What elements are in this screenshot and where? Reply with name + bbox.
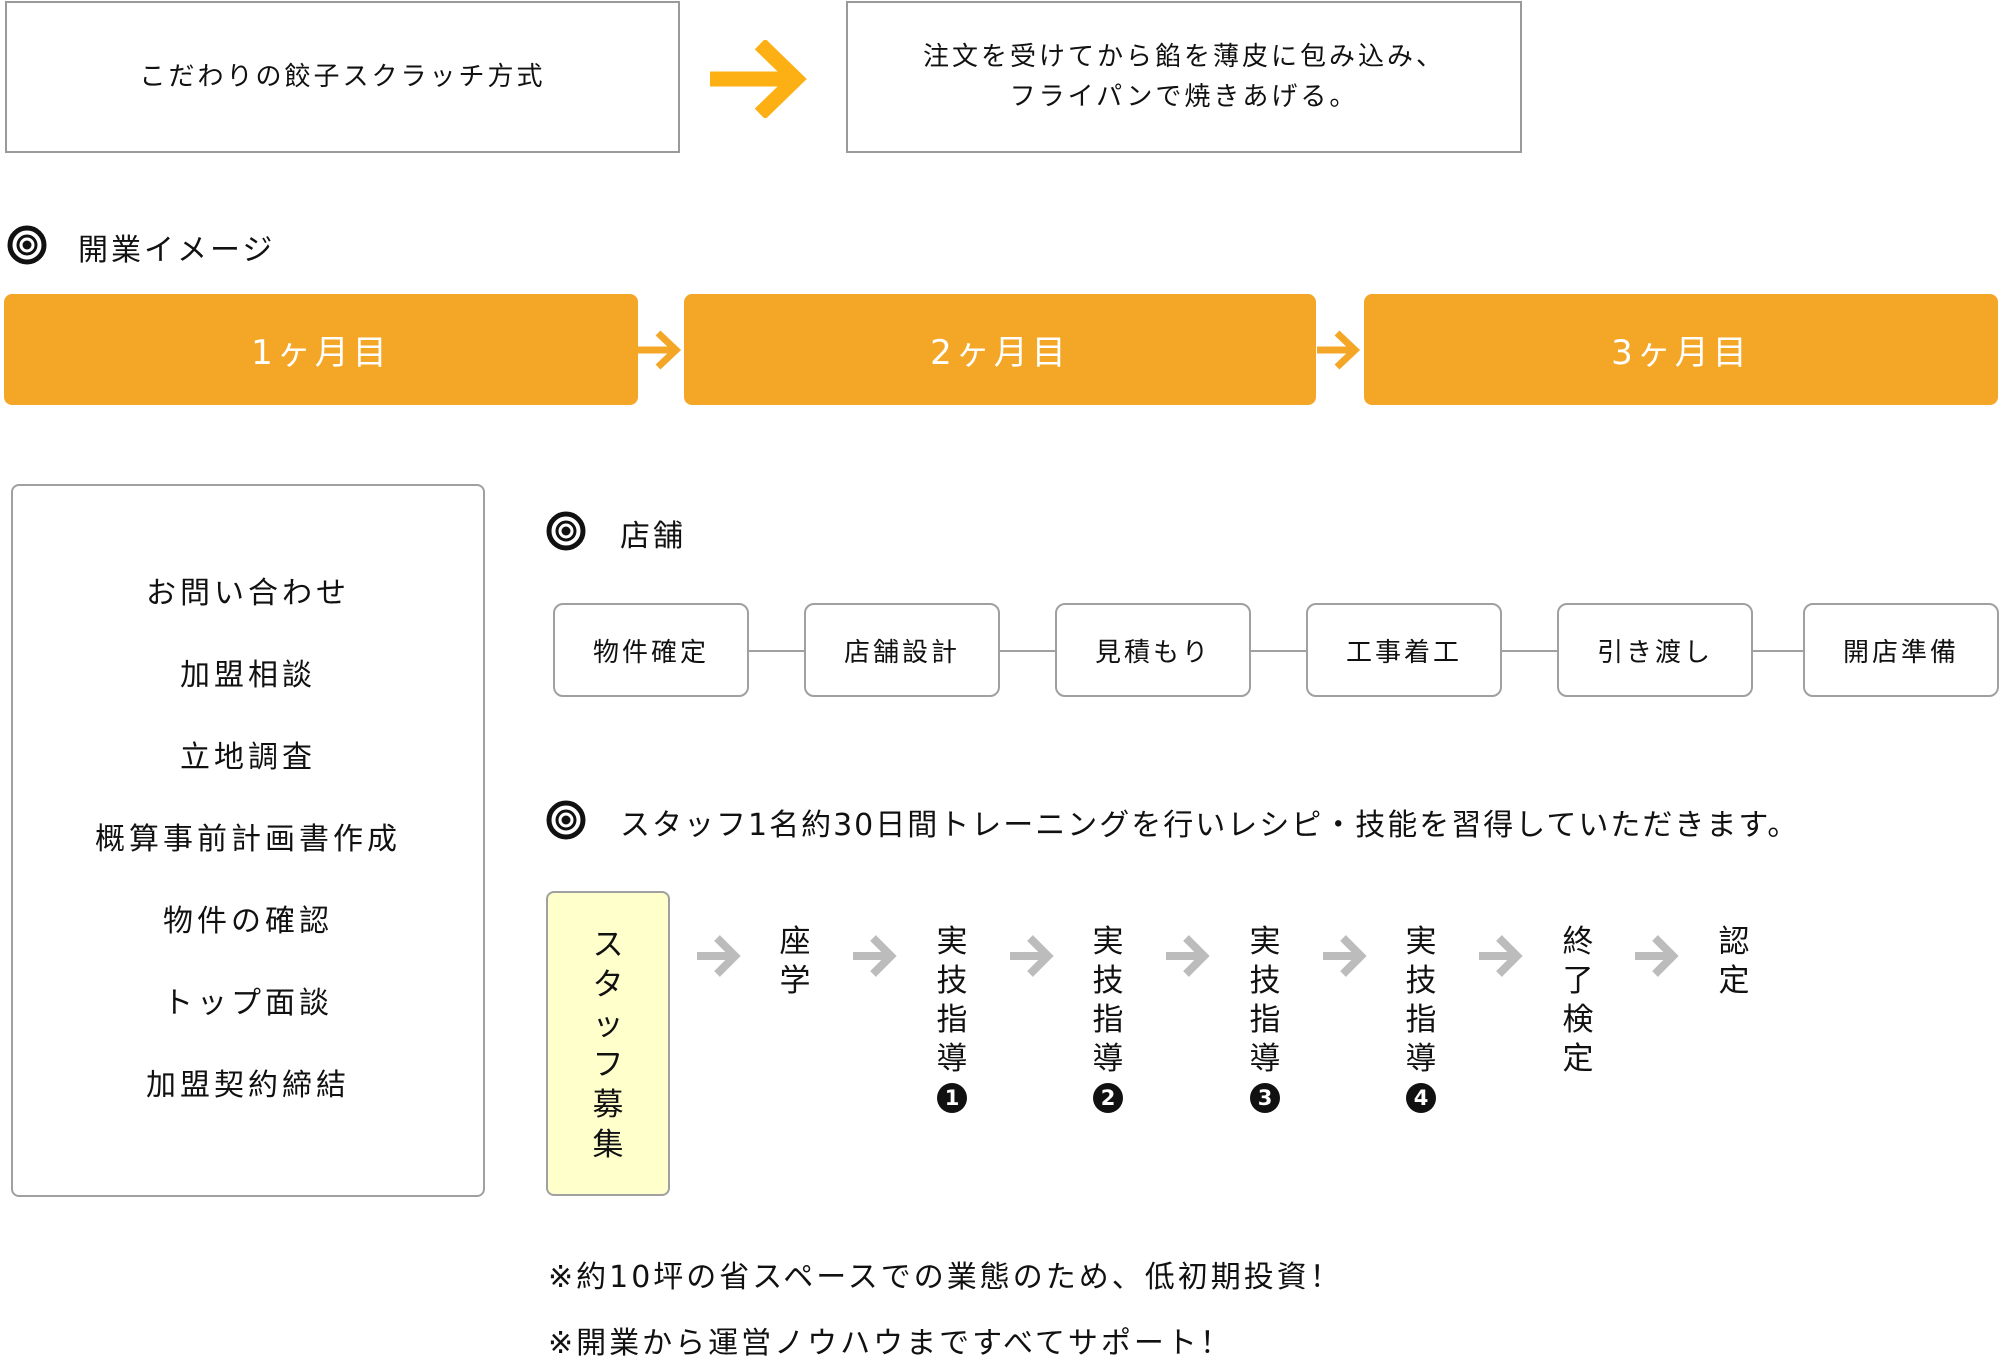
concept-box: こだわりの餃子スクラッチ方式 (5, 1, 680, 153)
flow-arrow-icon (1323, 935, 1367, 977)
step-connector (748, 650, 804, 652)
method-text-line-2: フライパンで焼きあげる。 (1009, 82, 1359, 112)
staff-recruit-char: 集 (592, 1127, 624, 1163)
training-step-char: 指 (936, 1002, 968, 1038)
training-step-char: 定 (1718, 963, 1750, 999)
flow-arrow-icon (1479, 935, 1523, 977)
training-step-char: 実 (1092, 924, 1124, 960)
training-step-char: 実 (1249, 924, 1281, 960)
franchise-step: お問い合わせ (146, 576, 350, 611)
training-step-char: 終 (1562, 924, 1594, 960)
flow-arrow-icon (1166, 935, 1210, 977)
flow-arrow-icon (1635, 935, 1679, 977)
step-connector (1250, 650, 1306, 652)
training-step-char: 技 (1405, 963, 1437, 999)
training-step: 認定 (1714, 923, 1754, 1001)
note-low-investment: ※約10坪の省スペースでの業態のため、低初期投資！ (548, 1260, 1343, 1295)
franchise-step: 概算事前計画書作成 (95, 822, 401, 857)
training-step-char: 実 (936, 924, 968, 960)
flow-arrow-icon (1010, 935, 1054, 977)
store-step: 開店準備 (1803, 603, 1999, 697)
store-step: 店舗設計 (804, 603, 1000, 697)
store-step-label: 店舗設計 (843, 637, 960, 668)
staff-recruit-box: スタッフ募集 (546, 891, 670, 1196)
training-step-char: 定 (1562, 1041, 1594, 1077)
training-step-char: 技 (936, 963, 968, 999)
step-connector (1752, 650, 1804, 652)
training-step: 実技指導 1 (932, 923, 972, 1113)
training-heading: スタッフ1名約30日間トレーニングを行いレシピ・技能を習得していただきます。 (620, 808, 1800, 843)
franchise-step: 立地調査 (180, 740, 316, 775)
staff-recruit-char: フ (592, 1047, 624, 1083)
staff-recruit-char: ス (592, 927, 624, 963)
training-step-char: 技 (1092, 963, 1124, 999)
month-1-bar: 1ヶ月目 (4, 294, 638, 405)
month-2-label: 2ヶ月目 (930, 333, 1070, 373)
arrow-right-icon (710, 40, 807, 118)
month-arrow-icon (1317, 330, 1361, 370)
staff-recruit-label: スタッフ募集 (588, 925, 628, 1165)
flow-arrow-icon (697, 935, 741, 977)
store-step-label: 物件確定 (592, 637, 709, 668)
franchise-step: 物件の確認 (163, 904, 333, 939)
store-heading: 店舗 (620, 519, 686, 554)
staff-recruit-char: タ (592, 967, 624, 1003)
flow-arrow-icon (853, 935, 897, 977)
month-3-label: 3ヶ月目 (1611, 333, 1751, 373)
bullseye-icon (546, 511, 586, 551)
training-step-char: 導 (1092, 1041, 1124, 1077)
store-step: 引き渡し (1557, 603, 1753, 697)
bullseye-icon (7, 225, 47, 265)
bullseye-icon (546, 800, 586, 840)
month-arrow-icon (638, 330, 682, 370)
training-step-char: 了 (1562, 963, 1594, 999)
month-3-bar: 3ヶ月目 (1364, 294, 1998, 405)
store-step-label: 引き渡し (1596, 637, 1713, 668)
step-number-badge: 4 (1406, 1083, 1436, 1113)
training-step-char: 導 (936, 1041, 968, 1077)
training-step-char: 指 (1405, 1002, 1437, 1038)
store-step: 工事着工 (1306, 603, 1502, 697)
store-step-label: 開店準備 (1842, 637, 1959, 668)
training-step-char: 技 (1249, 963, 1281, 999)
training-step: 実技指導 3 (1245, 923, 1285, 1113)
training-step-char: 実 (1405, 924, 1437, 960)
method-box: 注文を受けてから餡を薄皮に包み込み、 フライパンで焼きあげる。 (846, 1, 1522, 153)
concept-text: こだわりの餃子スクラッチ方式 (139, 62, 546, 92)
training-step: 実技指導 2 (1088, 923, 1128, 1113)
month-1-label: 1ヶ月目 (251, 333, 391, 373)
month-2-bar: 2ヶ月目 (684, 294, 1316, 405)
store-step: 物件確定 (553, 603, 749, 697)
training-step: 実技指導 4 (1401, 923, 1441, 1113)
step-number-badge: 1 (937, 1083, 967, 1113)
franchise-step: 加盟契約締結 (146, 1068, 350, 1103)
step-connector (1501, 650, 1557, 652)
training-step-char: 検 (1562, 1002, 1594, 1038)
training-step: 座学 (775, 923, 815, 1001)
training-step-char: 座 (779, 924, 811, 960)
franchise-step: 加盟相談 (180, 658, 316, 693)
store-step-label: 見積もり (1094, 637, 1211, 668)
training-step-char: 指 (1249, 1002, 1281, 1038)
step-number-badge: 3 (1250, 1083, 1280, 1113)
franchise-steps-box: お問い合わせ 加盟相談 立地調査 概算事前計画書作成 物件の確認 トップ面談 加… (11, 484, 485, 1197)
training-step-char: 導 (1249, 1041, 1281, 1077)
staff-recruit-char: ッ (592, 1007, 624, 1043)
step-number-badge: 2 (1093, 1083, 1123, 1113)
note-support: ※開業から運営ノウハウまですべてサポート！ (548, 1326, 1233, 1361)
store-step-label: 工事着工 (1345, 637, 1462, 668)
staff-recruit-char: 募 (592, 1087, 624, 1123)
training-step-char: 認 (1718, 924, 1750, 960)
training-step: 終了検定 (1558, 923, 1598, 1079)
opening-image-heading: 開業イメージ (78, 233, 276, 268)
training-step-char: 指 (1092, 1002, 1124, 1038)
step-connector (999, 650, 1055, 652)
franchise-step: トップ面談 (163, 986, 333, 1021)
training-step-char: 学 (779, 963, 811, 999)
store-step: 見積もり (1055, 603, 1251, 697)
training-step-char: 導 (1405, 1041, 1437, 1077)
method-text-line-1: 注文を受けてから餡を薄皮に包み込み、 (922, 42, 1445, 72)
